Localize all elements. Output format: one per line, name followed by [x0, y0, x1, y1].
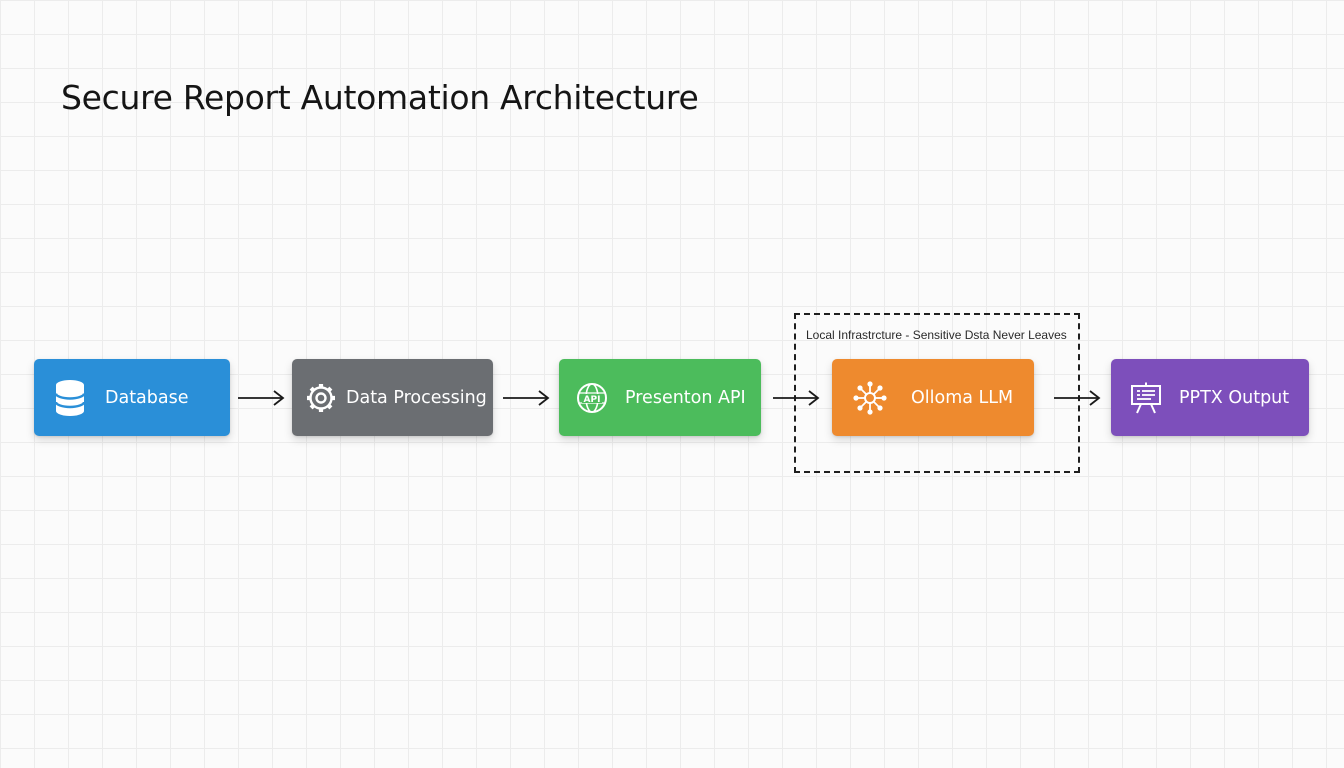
network-nodes-icon: [852, 380, 888, 416]
gear-icon: [305, 382, 337, 414]
data-processing-label: Data Processing: [346, 387, 487, 408]
local-infrastructure-boundary: [794, 313, 1080, 473]
data-processing-node[interactable]: Data Processing: [292, 359, 493, 436]
database-label: Database: [105, 387, 189, 408]
olloma-llm-label: Olloma LLM: [911, 387, 1014, 408]
edge-arrow-data-processing-to-presenton-api: [503, 390, 550, 406]
olloma-llm-node[interactable]: Olloma LLM: [832, 359, 1034, 436]
pptx-output-label: PPTX Output: [1179, 387, 1290, 408]
presentation-board-icon: [1129, 381, 1163, 415]
svg-text:API: API: [584, 395, 601, 405]
edge-arrow-presenton-api-to-olloma-llm: [773, 390, 820, 406]
diagram-title: Secure Report Automation Architecture: [61, 78, 699, 117]
edge-arrow-olloma-llm-to-pptx-output: [1054, 390, 1101, 406]
api-globe-icon: API: [576, 382, 608, 414]
database-node[interactable]: Database: [34, 359, 230, 436]
database-icon: [55, 379, 85, 417]
edge-arrow-database-to-data-processing: [238, 390, 285, 406]
presenton-api-node[interactable]: API Presenton API: [559, 359, 761, 436]
presenton-api-label: Presenton API: [625, 387, 746, 408]
local-infrastructure-label: Local Infrastrcture - Sensitive Dsta Nev…: [806, 328, 1067, 342]
pptx-output-node[interactable]: PPTX Output: [1111, 359, 1309, 436]
